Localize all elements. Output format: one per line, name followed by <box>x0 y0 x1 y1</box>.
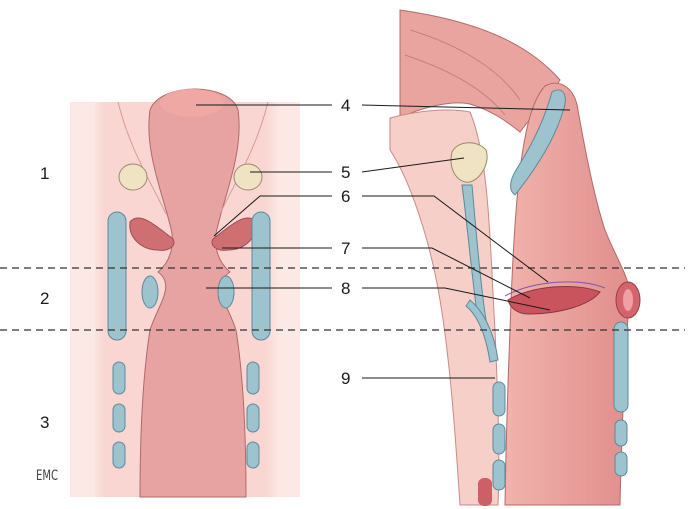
right-thyroid-cartilage <box>252 212 270 340</box>
anterior-cartilage <box>614 322 628 412</box>
left-outer-wall <box>70 102 95 497</box>
left-vocal-cartilage <box>142 276 158 308</box>
callout-label-6: 6 <box>341 187 350 206</box>
esophagus-section <box>478 478 492 506</box>
callout-label-7: 7 <box>341 239 350 258</box>
posterior-tracheal-rings <box>493 382 505 490</box>
region-label-1: 1 <box>40 164 49 183</box>
callout-label-4: 4 <box>341 96 350 115</box>
right-tracheal-rings <box>247 362 259 468</box>
right-hyoid-bone <box>234 164 262 190</box>
sagittal-view <box>390 10 640 506</box>
right-outer-wall <box>278 102 300 497</box>
region-label-3: 3 <box>40 413 49 432</box>
left-tracheal-rings <box>113 362 125 468</box>
cricoid-inner <box>623 289 633 311</box>
coronal-view <box>70 89 300 497</box>
callout-label-8: 8 <box>341 279 350 298</box>
region-label-2: 2 <box>40 289 49 308</box>
epiglottis-tip <box>160 89 224 117</box>
left-hyoid-bone <box>119 164 147 190</box>
callout-label-5: 5 <box>341 163 350 182</box>
emc-logo: EMC <box>36 468 58 484</box>
left-thyroid-cartilage <box>108 212 126 340</box>
callout-label-9: 9 <box>341 369 350 388</box>
right-vocal-cartilage <box>218 276 234 308</box>
